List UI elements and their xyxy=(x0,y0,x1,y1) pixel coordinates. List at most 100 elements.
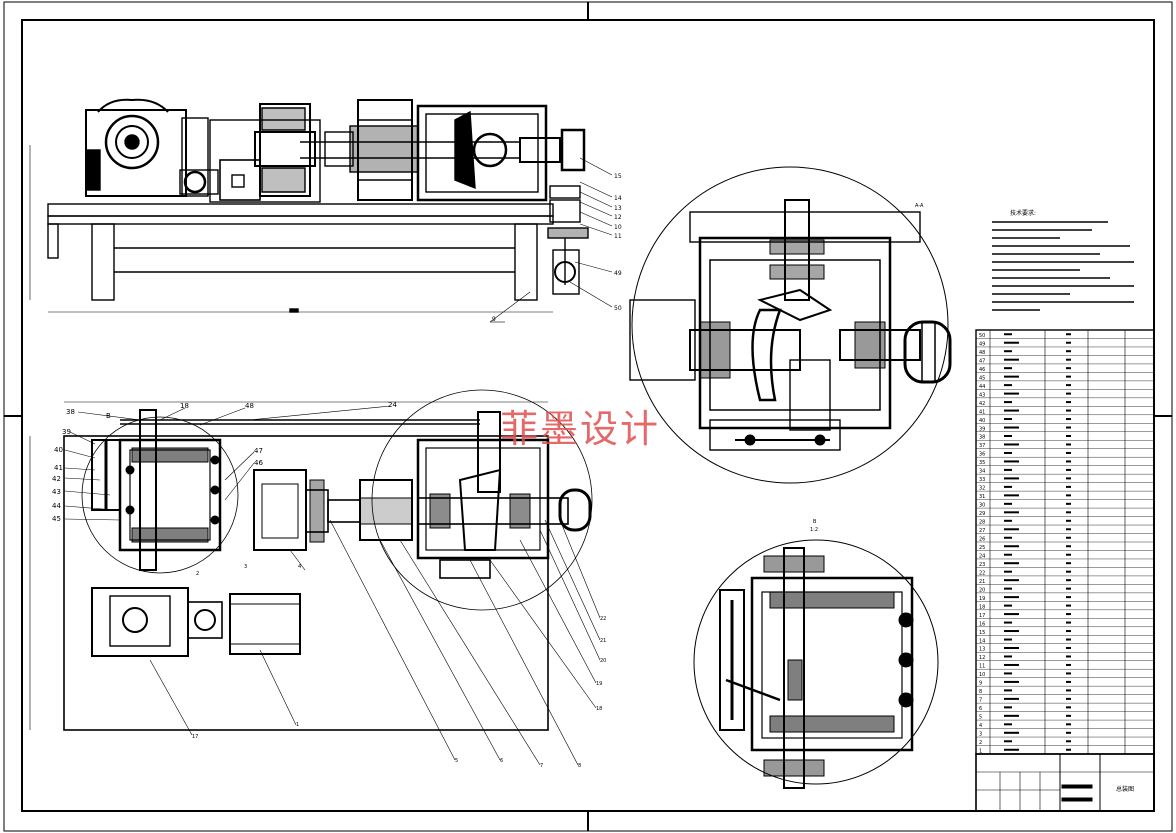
plan-view-callout-labels: 38 39 40 41 42 43 44 45 B 18 48 24 47 46… xyxy=(52,401,606,769)
bom-row-qty-mark xyxy=(1066,333,1071,336)
bom-row-qty-mark xyxy=(1066,697,1071,700)
bom-row-name-mark xyxy=(1004,426,1019,429)
bom-row-name-mark xyxy=(1004,740,1012,743)
bom-row-number: 42 xyxy=(979,401,985,407)
bom-row-number: 47 xyxy=(979,358,985,364)
detail-b-view xyxy=(693,539,939,789)
bom-row-name-mark xyxy=(1004,579,1019,582)
bom-row-name-mark xyxy=(1004,731,1019,734)
front-view-callouts xyxy=(489,157,613,323)
bom-row-name-mark xyxy=(1004,477,1019,480)
bom-row-qty-mark xyxy=(1066,596,1071,599)
callout-46: 46 xyxy=(254,459,263,467)
bom-row-number: 23 xyxy=(979,562,985,568)
bom-row-qty-mark xyxy=(1066,621,1071,624)
bom-row-name-mark xyxy=(1004,570,1012,573)
callout-18-top: 18 xyxy=(180,402,189,410)
callout-12: 12 xyxy=(614,214,622,221)
bom-row-qty-mark xyxy=(1066,587,1071,590)
bom-row-qty-mark xyxy=(1066,655,1071,658)
bom-row-name-mark xyxy=(1004,663,1019,666)
bom-row-qty-mark xyxy=(1066,384,1071,387)
bom-row-number: 10 xyxy=(979,672,985,678)
bom-row-qty-mark xyxy=(1066,748,1071,751)
bom-row-name-mark xyxy=(1004,680,1019,683)
bom-row-name-mark xyxy=(1004,714,1019,717)
section-aa-view xyxy=(629,166,952,484)
callout-44: 44 xyxy=(52,502,61,510)
bom-row-number: 48 xyxy=(979,350,985,356)
callout-3: 3 xyxy=(244,564,247,570)
bom-row-number: 44 xyxy=(979,384,985,390)
bom-row-qty-mark xyxy=(1066,460,1071,463)
bom-row-number: 31 xyxy=(979,494,985,500)
callout-43: 43 xyxy=(52,488,61,496)
bom-row-name-mark xyxy=(1004,706,1012,709)
bom-row-qty-mark xyxy=(1066,630,1071,633)
bom-row-number: 19 xyxy=(979,596,985,602)
callout-41: 41 xyxy=(54,464,63,472)
bom-row-name-mark xyxy=(1004,502,1012,505)
bom-row-qty-mark xyxy=(1066,435,1071,437)
callout-11: 11 xyxy=(614,233,622,240)
callout-9: 9 xyxy=(492,316,496,323)
bom-row-qty-mark xyxy=(1066,579,1071,582)
bom-row-number: 5 xyxy=(979,715,982,721)
front-view xyxy=(29,98,589,313)
bom-row-name-mark xyxy=(1004,604,1012,607)
bom-row-number: 1 xyxy=(979,749,982,755)
bom-row-name-mark xyxy=(1004,392,1019,395)
bom-row-qty-mark xyxy=(1066,731,1071,734)
bom-row-number: 6 xyxy=(979,706,982,712)
bom-row-qty-mark xyxy=(1066,409,1071,412)
bom-row-qty-mark xyxy=(1066,613,1071,616)
bom-row-name-mark xyxy=(1004,562,1019,565)
bom-row-number: 40 xyxy=(979,418,985,424)
bom-row-name-mark xyxy=(1004,587,1012,590)
bom-row-qty-mark xyxy=(1066,468,1071,471)
bom-row-qty-mark xyxy=(1066,418,1071,421)
bom-row-qty-mark xyxy=(1066,663,1071,666)
bom-row-number: 33 xyxy=(979,477,985,483)
bom-row-name-mark xyxy=(1004,418,1012,421)
bom-row-name-mark xyxy=(1004,553,1012,556)
bom-row-number: 46 xyxy=(979,367,985,373)
watermark-text: 菲墨设计 xyxy=(500,407,661,451)
callout-49: 49 xyxy=(614,270,622,277)
bom-row-number: 43 xyxy=(979,392,985,398)
bom-row-name-mark xyxy=(1004,647,1019,649)
bom-row-number: 36 xyxy=(979,452,985,458)
bom-row-qty-mark xyxy=(1066,570,1071,573)
bom-row-qty-mark xyxy=(1066,672,1071,675)
bom-row-name-mark xyxy=(1004,613,1019,616)
bom-rows: 5049484746454443424140393837363534333231… xyxy=(976,333,1154,755)
bom-row-name-mark xyxy=(1004,485,1012,488)
bom-row-number: 45 xyxy=(979,375,985,381)
bom-row-name-mark xyxy=(1004,435,1012,437)
bom-row-qty-mark xyxy=(1066,604,1071,607)
bom-row-number: 15 xyxy=(979,630,985,636)
bom-row-qty-mark xyxy=(1066,511,1071,514)
bom-row-name-mark xyxy=(1004,384,1012,387)
bom-row-name-mark xyxy=(1004,494,1019,497)
bom-row-qty-mark xyxy=(1066,714,1071,717)
callout-b: B xyxy=(106,412,111,420)
bom-row-number: 25 xyxy=(979,545,985,551)
bom-row-qty-mark xyxy=(1066,477,1071,480)
bom-row-name-mark xyxy=(1004,545,1019,548)
bom-row-qty-mark xyxy=(1066,562,1071,565)
bom-row-number: 41 xyxy=(979,409,985,415)
callout-2: 2 xyxy=(196,571,199,577)
callout-22: 22 xyxy=(600,616,606,622)
bom-row-number: 37 xyxy=(979,443,985,449)
tech-requirements-heading: 技术要求: xyxy=(1010,209,1036,217)
bom-row-name-mark xyxy=(1004,697,1019,700)
bom-row-name-mark xyxy=(1004,528,1019,531)
bom-row-qty-mark xyxy=(1066,638,1071,641)
bom-row-qty-mark xyxy=(1066,392,1071,395)
bom-row-qty-mark xyxy=(1066,706,1071,709)
bom-row-name-mark xyxy=(1004,333,1012,336)
bom-row-name-mark xyxy=(1004,460,1019,463)
callout-20: 20 xyxy=(600,658,606,664)
bom-row-name-mark xyxy=(1004,443,1019,446)
